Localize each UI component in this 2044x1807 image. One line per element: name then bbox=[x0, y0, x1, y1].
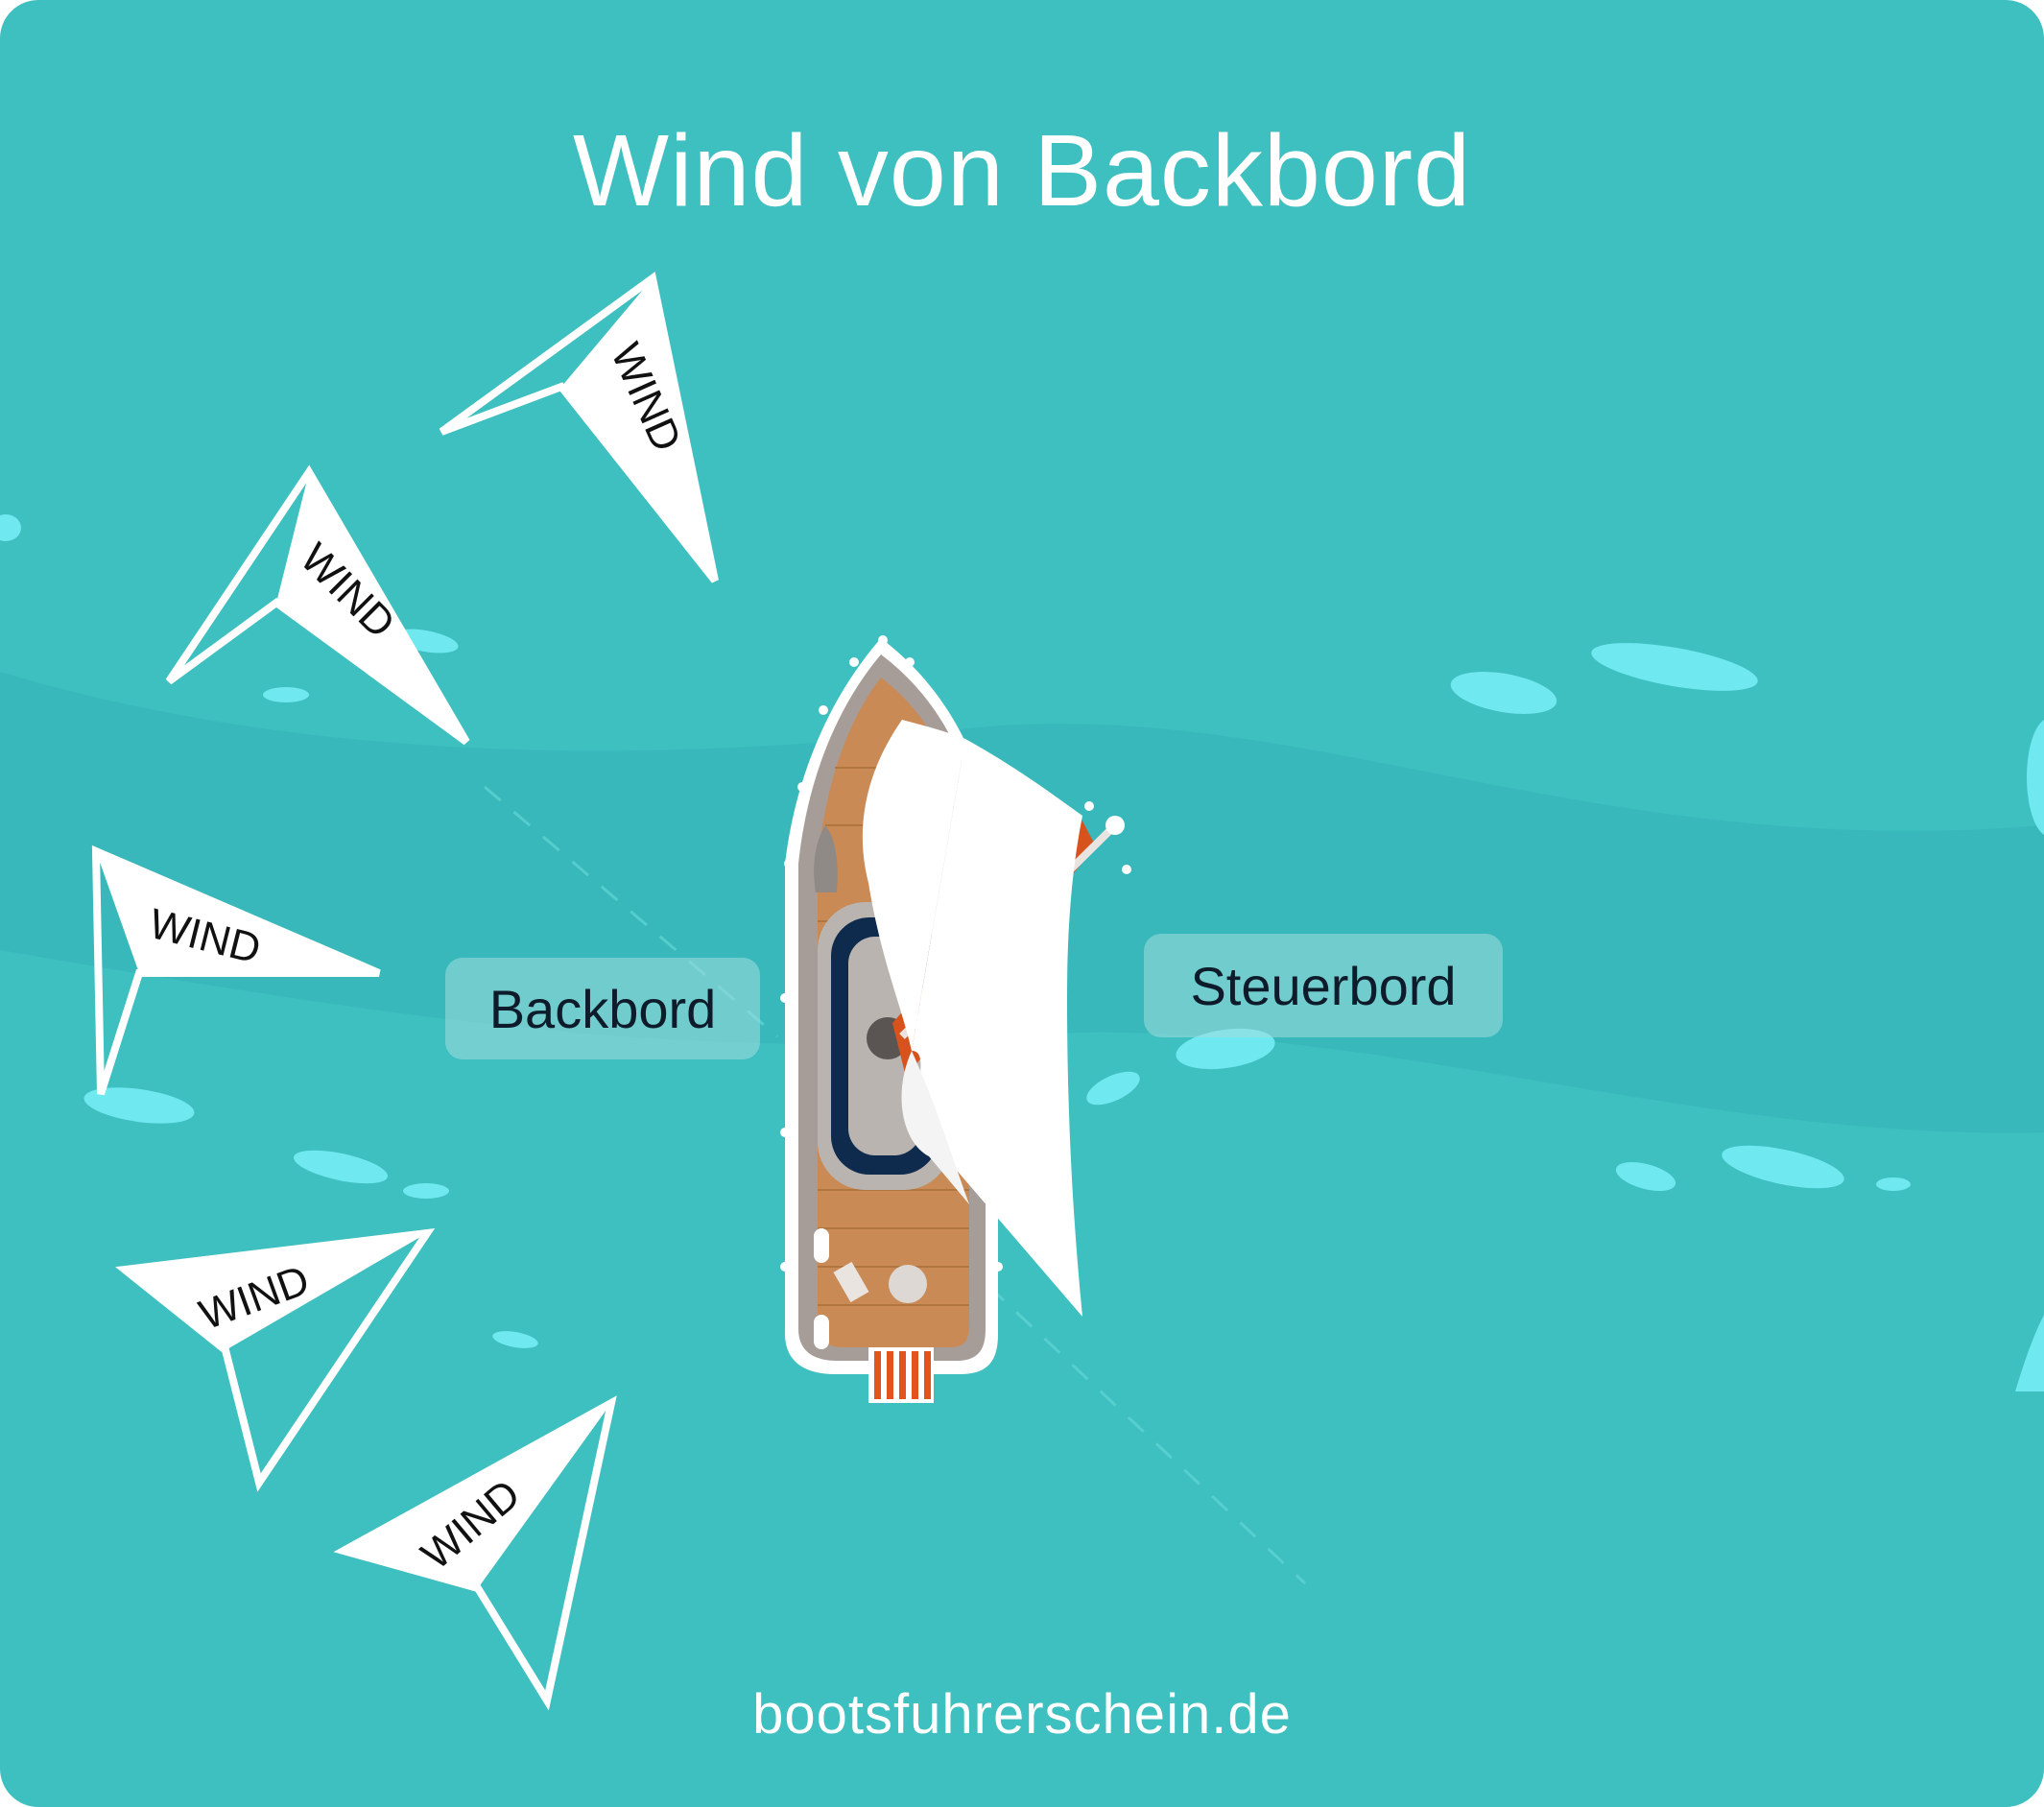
winch bbox=[889, 1265, 927, 1303]
dinghy bbox=[814, 825, 838, 892]
boom-end bbox=[1105, 816, 1125, 835]
boom-end-detail-1 bbox=[1084, 801, 1094, 811]
water-ripples bbox=[0, 514, 2044, 1391]
wind-arrow-3: WIND bbox=[91, 844, 381, 1096]
sail-shadow bbox=[901, 1051, 969, 1204]
starboard-label: Steuerbord bbox=[1144, 934, 1503, 1037]
main-sail bbox=[912, 739, 1082, 1317]
port-label: Backbord bbox=[445, 958, 760, 1059]
jib-sail bbox=[862, 720, 965, 1051]
fender-1 bbox=[814, 1228, 829, 1263]
wind-arrow-1: WIND bbox=[439, 272, 719, 583]
deck-chair bbox=[833, 1261, 869, 1303]
fender-2 bbox=[814, 1315, 829, 1349]
platform-stripes bbox=[874, 1351, 931, 1399]
diagram-title: Wind von Backbord bbox=[572, 114, 1472, 227]
sailboat bbox=[780, 635, 1131, 1403]
boom-end-detail-2 bbox=[1122, 865, 1131, 874]
footer-url: bootsfuhrerschein.de bbox=[752, 1683, 1292, 1746]
